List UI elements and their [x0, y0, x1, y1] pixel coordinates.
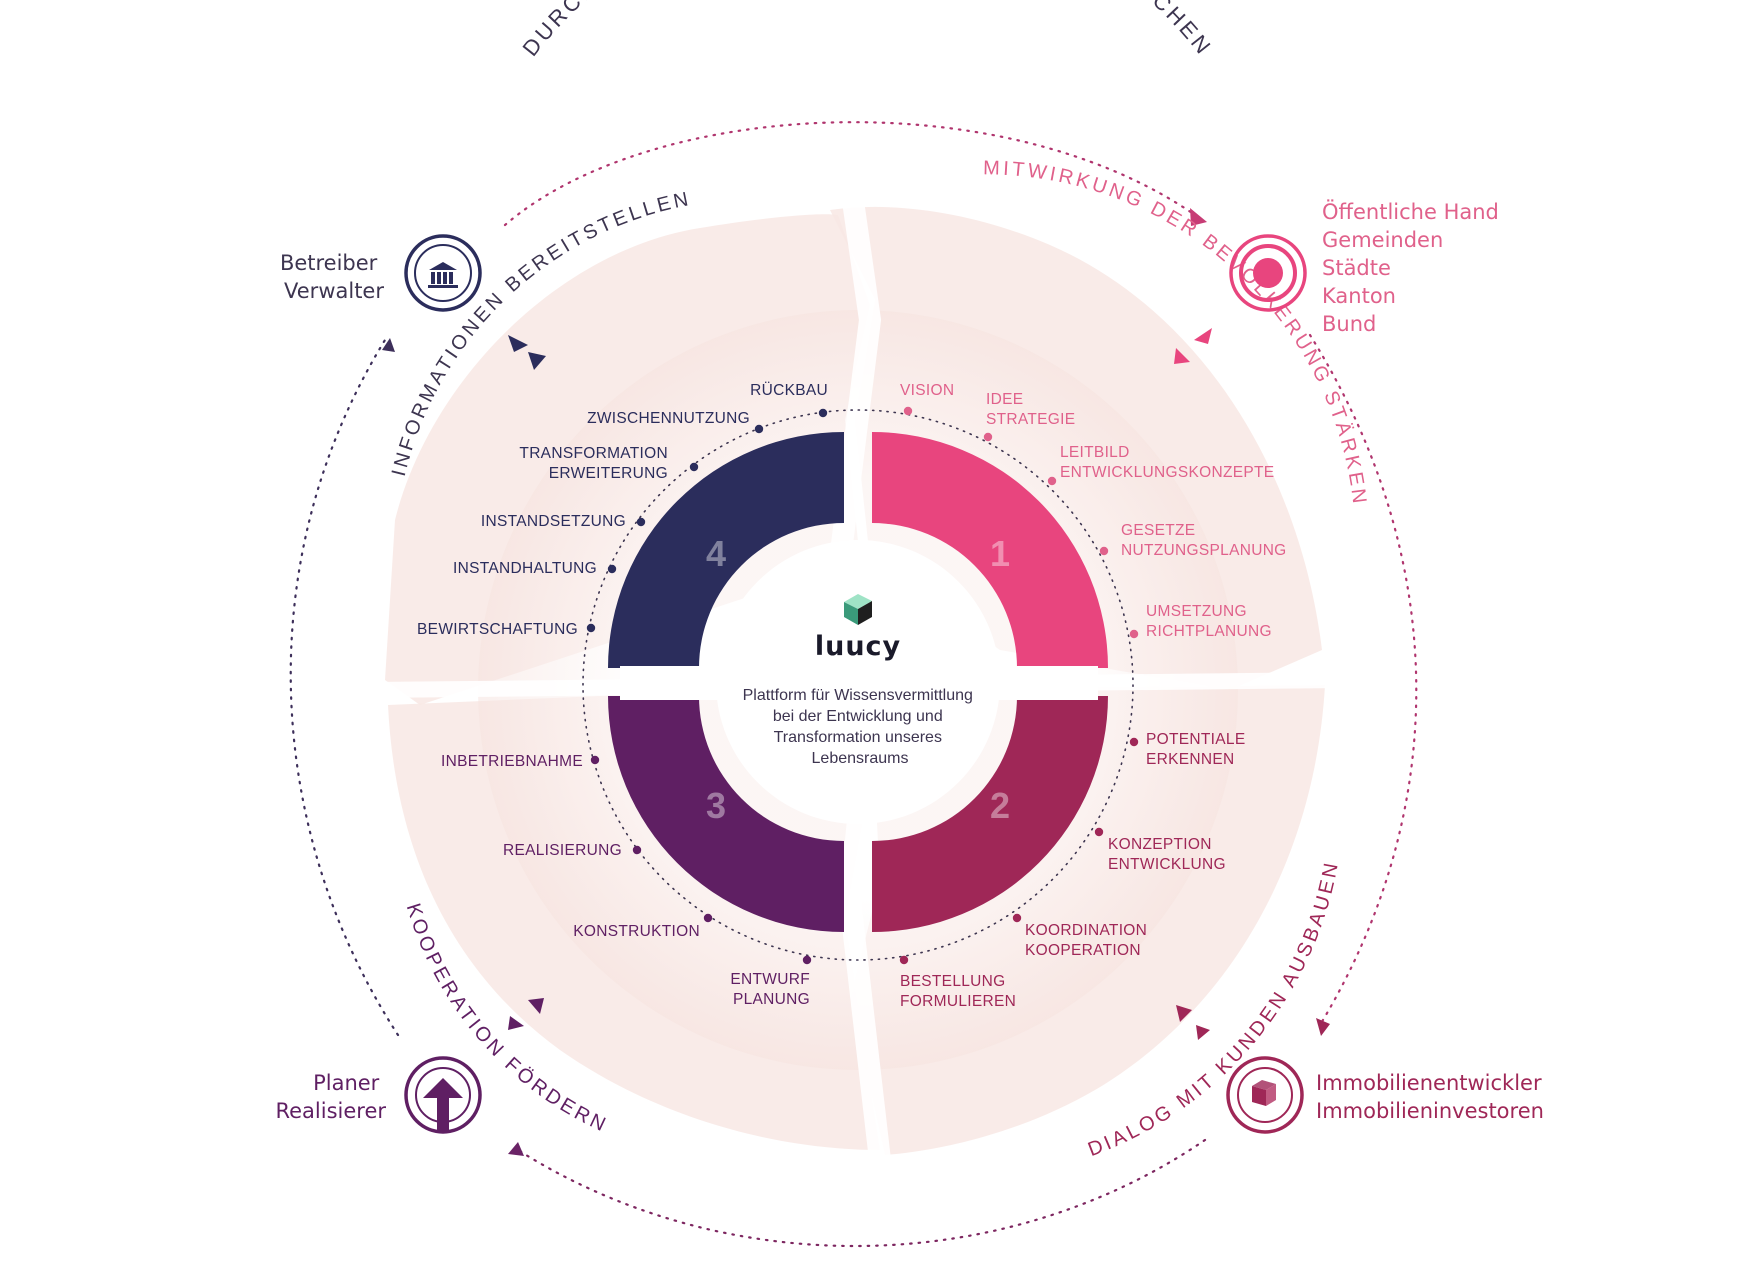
stage-dot	[899, 955, 909, 965]
stage-ring	[582, 409, 1134, 961]
outer-arrowheads	[382, 208, 1330, 1156]
stage-dot	[1012, 913, 1022, 923]
outer-dotted-cycle	[289, 121, 1418, 1248]
stage-dot	[632, 845, 642, 855]
arrowhead-right-bottom	[1316, 1018, 1330, 1036]
stage-dot	[607, 564, 617, 574]
stage-dot	[586, 623, 596, 633]
stage-dot	[1094, 827, 1104, 837]
quadrant-3	[608, 696, 844, 932]
stakeholder-labels: Betreiber Verwalter Öffentliche Hand Gem…	[275, 199, 1548, 1123]
petal-markers	[508, 328, 1212, 1040]
stage-dot	[1129, 737, 1139, 747]
marker-tr-2	[1174, 348, 1190, 364]
arrowhead-top-right	[1190, 208, 1207, 226]
marker-tr-1	[1194, 328, 1212, 344]
marker-tl-1	[508, 335, 528, 352]
stakeholder-top-left: Betreiber Verwalter	[280, 251, 384, 303]
stakeholder-icons	[404, 234, 1307, 1134]
logo-wordmark: luucy	[815, 631, 901, 662]
stage-dot	[1129, 629, 1139, 639]
marker-bl-1	[528, 998, 544, 1014]
cube-logo-icon	[844, 594, 872, 625]
marker-br-1	[1176, 1005, 1192, 1022]
arc-top-dotted	[503, 121, 1197, 227]
cube-icon	[1226, 1056, 1304, 1134]
stage-dot	[590, 755, 600, 765]
marker-bl-2	[508, 1016, 524, 1030]
arrowhead-bottom-left	[508, 1142, 524, 1156]
stage-dot	[818, 408, 828, 418]
stage-dot	[1099, 546, 1109, 556]
stage-label: INSTANDHALTUNG	[453, 560, 597, 577]
building-icon	[404, 234, 482, 312]
marker-tl-2	[528, 352, 546, 370]
quadrant-4	[608, 432, 844, 668]
stage-dot	[703, 913, 713, 923]
quadrant-number-3: 3	[706, 785, 726, 826]
center-tagline: Plattform für Wissensvermittlung bei der…	[743, 687, 978, 767]
stakeholder-top-right: Öffentliche Hand Gemeinden Städte Kanton…	[1322, 199, 1506, 336]
stage-label: REALISIERUNG	[503, 842, 622, 859]
arc-label-top: DURCHGÄNGIGKEIT VON INFORMATIONEN ERMÖGL…	[518, 0, 1218, 61]
stage-dot	[1047, 476, 1057, 486]
stage-dot	[983, 432, 993, 442]
stage-dot	[754, 424, 764, 434]
arc-left-dotted	[289, 338, 400, 1037]
marker-br-2	[1196, 1025, 1210, 1040]
quadrant-number-4: 4	[706, 533, 726, 574]
arc-bottom-dotted	[513, 1138, 1207, 1248]
center-hub: luucy Plattform für Wissensvermittlung b…	[620, 540, 1098, 824]
stakeholder-bottom-left: Planer Realisierer	[275, 1071, 386, 1123]
stage-label: BEWIRTSCHAFTUNG	[417, 621, 578, 638]
arc-right-dotted	[1308, 333, 1418, 1027]
quadrant-number-1: 1	[990, 533, 1010, 574]
stage-dot	[689, 462, 699, 472]
arrowhead-left-top	[382, 338, 395, 352]
quadrant-1	[872, 432, 1108, 668]
quadrant-ring: 1 2 3 4	[608, 432, 1108, 932]
quadrant-number-2: 2	[990, 785, 1010, 826]
target-icon	[1229, 234, 1307, 312]
stage-label: INBETRIEBNAHME	[441, 753, 583, 770]
stage-dot	[903, 406, 913, 416]
stage-label: INSTANDSETZUNG	[481, 513, 626, 530]
stage-dot	[636, 517, 646, 527]
stage-label: KONSTRUKTION	[573, 923, 700, 940]
arrow-up-icon	[404, 1056, 482, 1134]
stage-label: VISION	[900, 382, 954, 399]
stage-label: ZWISCHENNUTZUNG	[587, 410, 750, 427]
stage-dot	[802, 955, 812, 965]
quadrant-2	[872, 696, 1108, 932]
stage-label: RÜCKBAU	[750, 381, 828, 399]
stakeholder-bottom-right: Immobilienentwickler Immobilieninvestore…	[1316, 1071, 1548, 1123]
